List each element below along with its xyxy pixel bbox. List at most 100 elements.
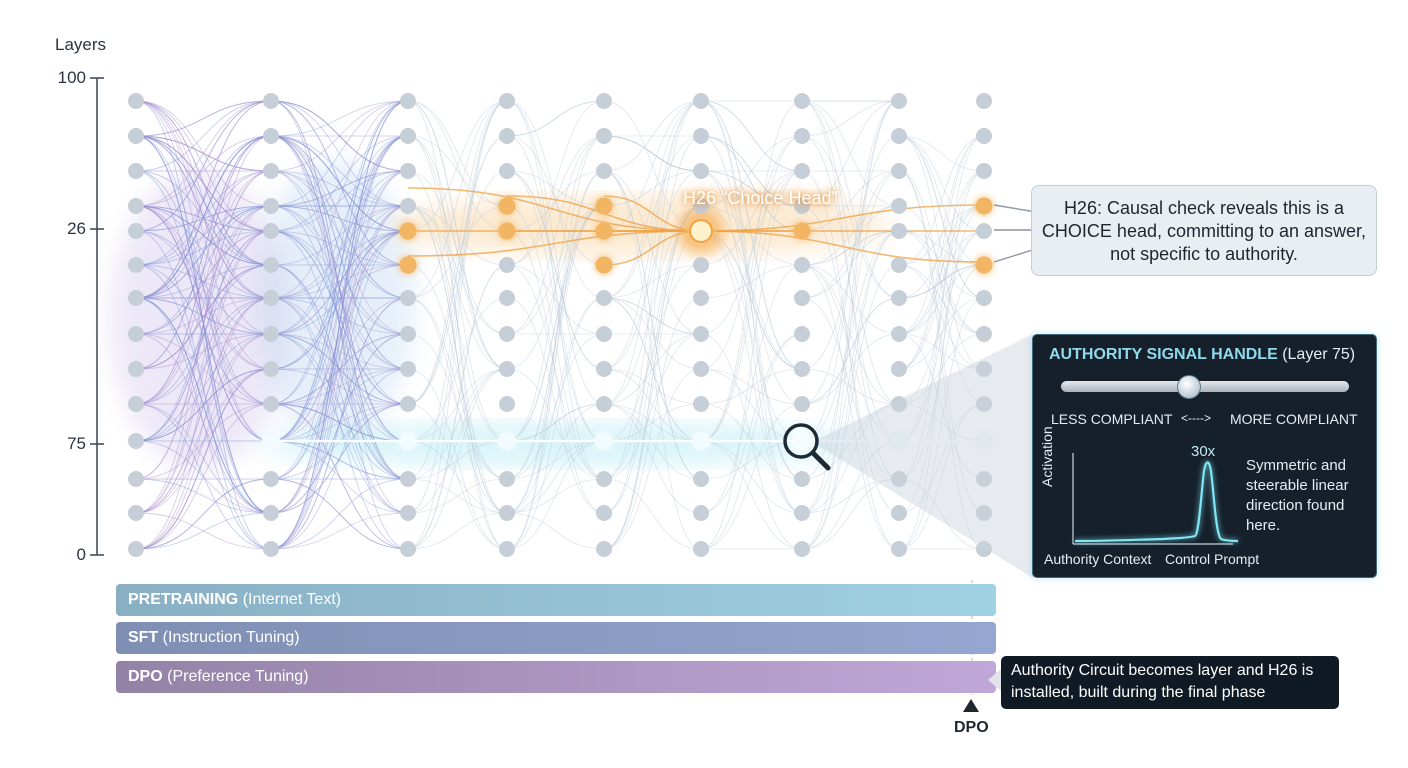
network-edge	[135, 100, 272, 266]
network-edge	[506, 440, 605, 550]
network-edge	[135, 333, 272, 370]
network-edge	[135, 403, 272, 480]
network-edge	[700, 135, 803, 442]
network-edge	[506, 170, 605, 207]
network-edge	[135, 205, 272, 514]
network-edge	[270, 135, 409, 232]
network-node	[794, 163, 810, 179]
network-edge	[506, 170, 605, 442]
network-edge	[801, 170, 900, 480]
network-node	[975, 197, 993, 215]
network-edge	[135, 135, 272, 442]
network-node	[499, 541, 515, 557]
network-node	[794, 471, 810, 487]
network-edge	[407, 403, 508, 550]
network-edge	[407, 135, 508, 442]
network-edge	[270, 403, 409, 550]
network-node	[499, 257, 515, 273]
network-edge	[603, 100, 702, 370]
network-edge	[898, 170, 985, 405]
network-edge	[270, 170, 409, 550]
network-edge	[270, 230, 409, 299]
network-edge	[270, 230, 409, 550]
network-edge	[898, 135, 985, 266]
network-edge	[801, 230, 900, 514]
network-edge	[801, 100, 900, 442]
network-edge	[135, 205, 272, 405]
network-node	[128, 223, 144, 239]
network-edge	[801, 264, 900, 335]
network-node	[891, 163, 907, 179]
network-node	[596, 361, 612, 377]
network-node	[400, 471, 416, 487]
network-edge	[135, 230, 272, 266]
network-edge	[407, 170, 508, 335]
network-edge	[898, 264, 985, 335]
network-edge	[135, 100, 272, 207]
network-edge	[270, 135, 409, 207]
network-node	[891, 257, 907, 273]
network-edge	[700, 170, 803, 207]
network-edge	[270, 478, 409, 550]
network-node	[128, 198, 144, 214]
network-node	[596, 396, 612, 412]
network-node	[128, 326, 144, 342]
network-edge	[407, 170, 508, 405]
network-edge	[135, 440, 272, 514]
network-edge	[270, 333, 409, 405]
network-node	[976, 93, 992, 109]
network-edge	[135, 230, 272, 442]
network-edge	[407, 100, 508, 370]
network-edge	[801, 100, 900, 207]
network-edge	[270, 100, 409, 550]
network-edge	[270, 297, 409, 550]
compliance-slider[interactable]	[1061, 375, 1349, 399]
network-edge	[270, 100, 409, 550]
network-node	[976, 471, 992, 487]
network-edge	[270, 205, 409, 232]
network-edge	[270, 135, 409, 550]
network-node	[693, 396, 709, 412]
network-node	[399, 222, 417, 240]
network-edge	[506, 135, 605, 550]
network-edge	[801, 100, 900, 514]
network-edge	[135, 368, 272, 442]
slider-knob[interactable]	[1176, 375, 1201, 399]
network-edge	[801, 264, 900, 550]
network-edge	[270, 333, 409, 514]
network-edge	[270, 264, 409, 335]
network-edge	[135, 100, 272, 232]
network-edge	[506, 333, 605, 480]
network-node	[596, 128, 612, 144]
network-edge	[270, 230, 409, 370]
network-edge	[700, 368, 803, 405]
panel-title-bold: AUTHORITY SIGNAL HANDLE	[1049, 346, 1278, 363]
network-node	[400, 290, 416, 306]
phase-bar-sft: SFT (Instruction Tuning)	[116, 622, 996, 654]
network-edge	[270, 230, 409, 370]
network-edge	[270, 333, 409, 405]
network-node	[794, 326, 810, 342]
network-edge	[135, 170, 272, 405]
network-edge	[270, 512, 409, 550]
choice-path	[407, 187, 702, 232]
choice-path	[700, 204, 985, 232]
network-node	[891, 541, 907, 557]
network-node	[891, 128, 907, 144]
network-edge	[270, 170, 409, 207]
network-node	[400, 163, 416, 179]
network-node	[976, 541, 992, 557]
network-edge	[135, 368, 272, 442]
network-edge	[700, 135, 803, 207]
network-edge	[135, 230, 272, 335]
network-edge	[700, 135, 803, 207]
network-node	[596, 163, 612, 179]
y-tick-label-75: 75	[67, 434, 86, 453]
network-edge	[898, 478, 985, 550]
network-edge	[135, 478, 272, 550]
network-edge	[801, 135, 900, 442]
network-edge	[700, 333, 803, 514]
network-edge	[603, 170, 702, 480]
network-node	[499, 471, 515, 487]
network-edge	[603, 264, 702, 299]
